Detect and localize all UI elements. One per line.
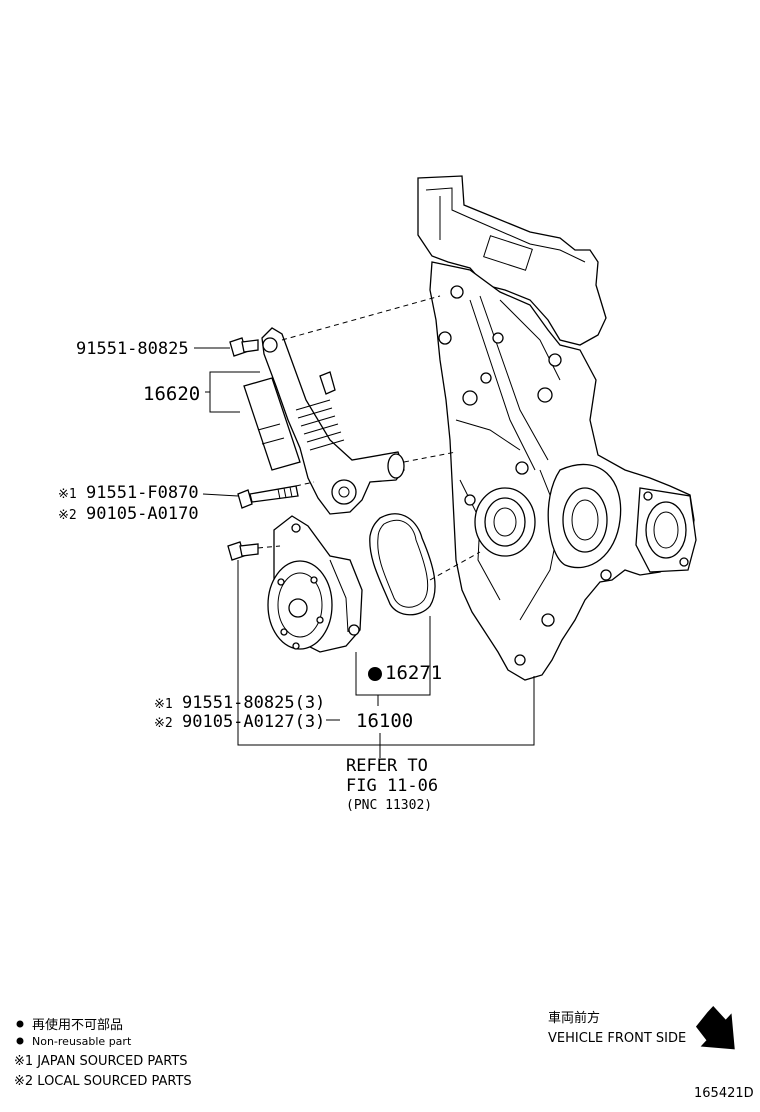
chain-tensioner-drawing	[243, 327, 405, 515]
callout-pump-bolt-1-mark: ※1	[154, 697, 173, 712]
callout-tensioner: 16620	[143, 383, 200, 405]
callout-water-pump: 16100	[356, 710, 413, 732]
non-reusable-dot-icon	[368, 667, 382, 681]
callout-bolt-1-mark: ※1	[58, 487, 77, 502]
legend-nonreusable-jp: 再使用不可部品	[32, 1017, 123, 1033]
long-bolt-drawing	[237, 485, 299, 509]
callout-pump-bolt-2: 90105-A0127(3)	[182, 712, 325, 732]
callout-gasket: 16271	[385, 662, 442, 684]
callout-bolt-2-mark: ※2	[58, 508, 77, 523]
legend-local-sourced: ※2 LOCAL SOURCED PARTS	[14, 1074, 192, 1089]
legend-nonreusable-en: Non-reusable part	[32, 1035, 132, 1048]
legend-japan-sourced: ※1 JAPAN SOURCED PARTS	[14, 1054, 188, 1069]
assembly-dashed-line	[257, 545, 281, 549]
figure-id: 165421D	[694, 1086, 754, 1101]
non-reusable-dot-icon	[16, 1037, 24, 1045]
assembly-dashed-line	[295, 481, 315, 487]
direction-jp: 車両前方	[548, 1010, 600, 1026]
callout-pump-bolt-1: 91551-80825(3)	[182, 693, 325, 713]
direction-en: VEHICLE FRONT SIDE	[548, 1031, 686, 1046]
pump-bolt-drawing	[227, 541, 259, 561]
assembly-dashed-line	[429, 551, 481, 581]
callout-tensioner-bolt: 91551-80825	[76, 339, 189, 359]
callout-pump-bolt-2-mark: ※2	[154, 716, 173, 731]
vehicle-front-arrow-icon	[695, 1006, 735, 1050]
tensioner-bolt-drawing	[229, 337, 259, 357]
non-reusable-dot-icon	[16, 1020, 24, 1028]
reference-line-1: REFER TO	[346, 756, 428, 776]
assembly-dashed-line	[403, 451, 457, 463]
timing-chain-cover-drawing	[417, 175, 697, 681]
gasket-drawing	[369, 513, 436, 616]
water-pump-drawing	[267, 515, 363, 653]
reference-line-2: FIG 11-06	[346, 776, 438, 796]
leader-lines	[194, 347, 535, 758]
callout-bolt-1: 91551-F0870	[86, 483, 199, 503]
callout-bolt-2: 90105-A0170	[86, 504, 199, 524]
reference-line-3: (PNC 11302)	[346, 798, 432, 813]
assembly-dashed-line	[281, 295, 441, 341]
